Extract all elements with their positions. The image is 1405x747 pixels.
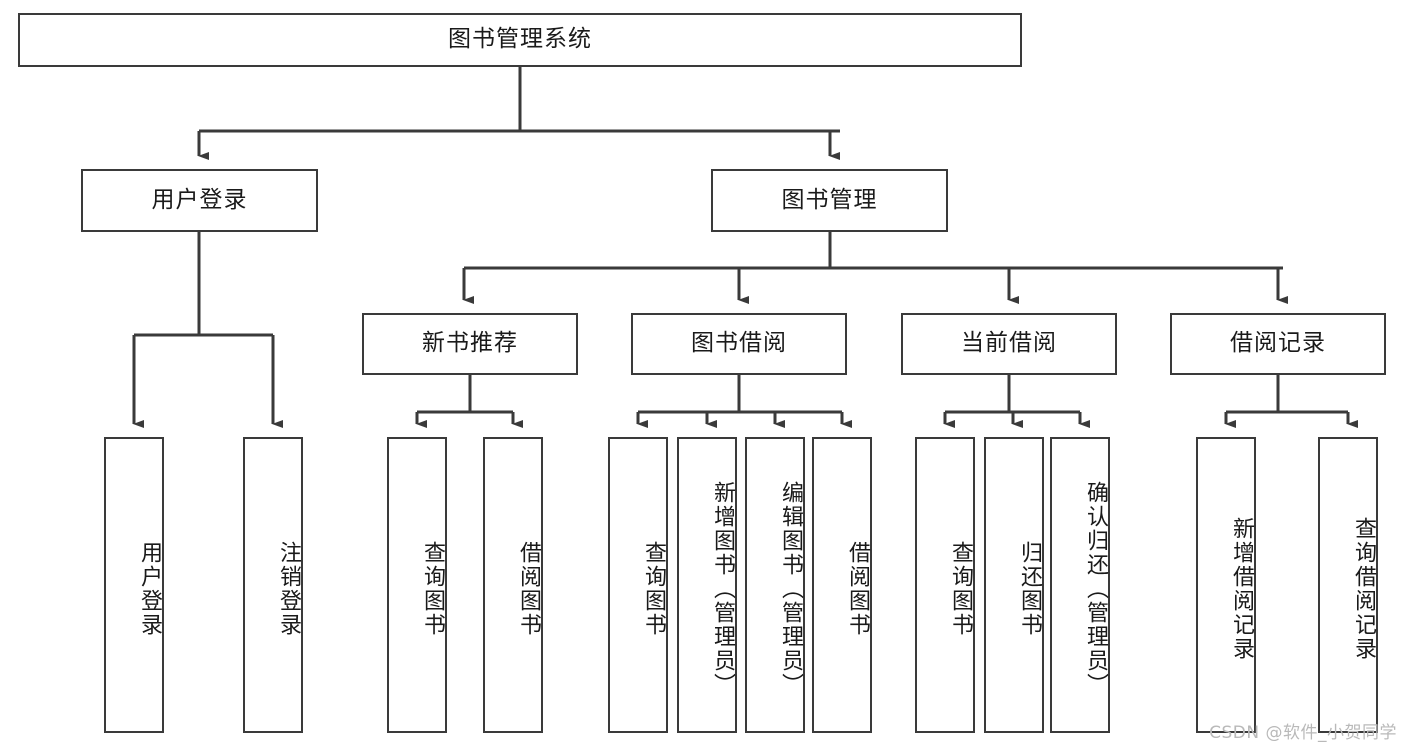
node-leaf-user-login[interactable]: 用户登录 [104, 437, 164, 733]
node-new-book-rec[interactable]: 新书推荐 [362, 313, 578, 375]
node-leaf-query-book-1-label: 查询图书 [420, 541, 445, 637]
node-current-borrow-label: 当前借阅 [961, 330, 1057, 357]
edge-group-book-borrow-leaves [636, 375, 852, 428]
node-book-manage-label: 图书管理 [781, 186, 878, 213]
edge-group-current-borrow-leaves [943, 375, 1090, 428]
node-leaf-return-book[interactable]: 归还图书 [984, 437, 1044, 733]
node-leaf-add-record[interactable]: 新增借阅记录 [1196, 437, 1256, 733]
node-leaf-return-book-label: 归还图书 [1017, 541, 1042, 637]
node-leaf-edit-book[interactable]: 编辑图书（管理员） [745, 437, 805, 733]
node-leaf-query-book-2-label: 查询图书 [641, 541, 666, 637]
edge-group-book-manage [462, 232, 1288, 304]
edge-group-borrow-record-leaves [1224, 375, 1358, 428]
node-book-borrow-label: 图书借阅 [691, 330, 787, 357]
csdn-watermark: CSDN @软件_小贺同学 [1209, 723, 1397, 743]
node-leaf-borrow-book-2-label: 借阅图书 [845, 541, 870, 637]
node-book-borrow[interactable]: 图书借阅 [631, 313, 847, 375]
node-leaf-add-book-label: 新增图书（管理员） [710, 481, 735, 697]
node-borrow-record[interactable]: 借阅记录 [1170, 313, 1386, 375]
node-current-borrow[interactable]: 当前借阅 [901, 313, 1117, 375]
node-leaf-borrow-book-1[interactable]: 借阅图书 [483, 437, 543, 733]
node-leaf-edit-book-label: 编辑图书（管理员） [778, 481, 803, 697]
node-leaf-user-login-label: 用户登录 [137, 541, 162, 637]
node-user-login[interactable]: 用户登录 [81, 169, 318, 232]
node-leaf-query-book-3-label: 查询图书 [948, 541, 973, 637]
edge-group-new-book-rec-leaves [415, 375, 523, 428]
node-leaf-user-logout[interactable]: 注销登录 [243, 437, 303, 733]
node-new-book-rec-label: 新书推荐 [422, 330, 518, 357]
node-leaf-add-record-label: 新增借阅记录 [1229, 517, 1254, 661]
node-leaf-confirm-return-label: 确认归还（管理员） [1083, 481, 1108, 697]
node-root[interactable]: 图书管理系统 [18, 13, 1022, 67]
node-leaf-add-book[interactable]: 新增图书（管理员） [677, 437, 737, 733]
node-leaf-query-record[interactable]: 查询借阅记录 [1318, 437, 1378, 733]
node-leaf-query-book-3[interactable]: 查询图书 [915, 437, 975, 733]
node-user-login-label: 用户登录 [151, 186, 248, 213]
edge-group-root [197, 67, 840, 160]
node-leaf-borrow-book-2[interactable]: 借阅图书 [812, 437, 872, 733]
node-leaf-user-logout-label: 注销登录 [276, 541, 301, 637]
node-leaf-borrow-book-1-label: 借阅图书 [516, 541, 541, 637]
node-book-manage[interactable]: 图书管理 [711, 169, 948, 232]
node-leaf-query-book-1[interactable]: 查询图书 [387, 437, 447, 733]
node-leaf-query-book-2[interactable]: 查询图书 [608, 437, 668, 733]
node-leaf-confirm-return[interactable]: 确认归还（管理员） [1050, 437, 1110, 733]
node-root-label: 图书管理系统 [448, 26, 592, 53]
node-leaf-query-record-label: 查询借阅记录 [1351, 517, 1376, 661]
node-borrow-record-label: 借阅记录 [1230, 330, 1326, 357]
edge-group-user-login-leaves [132, 232, 283, 428]
